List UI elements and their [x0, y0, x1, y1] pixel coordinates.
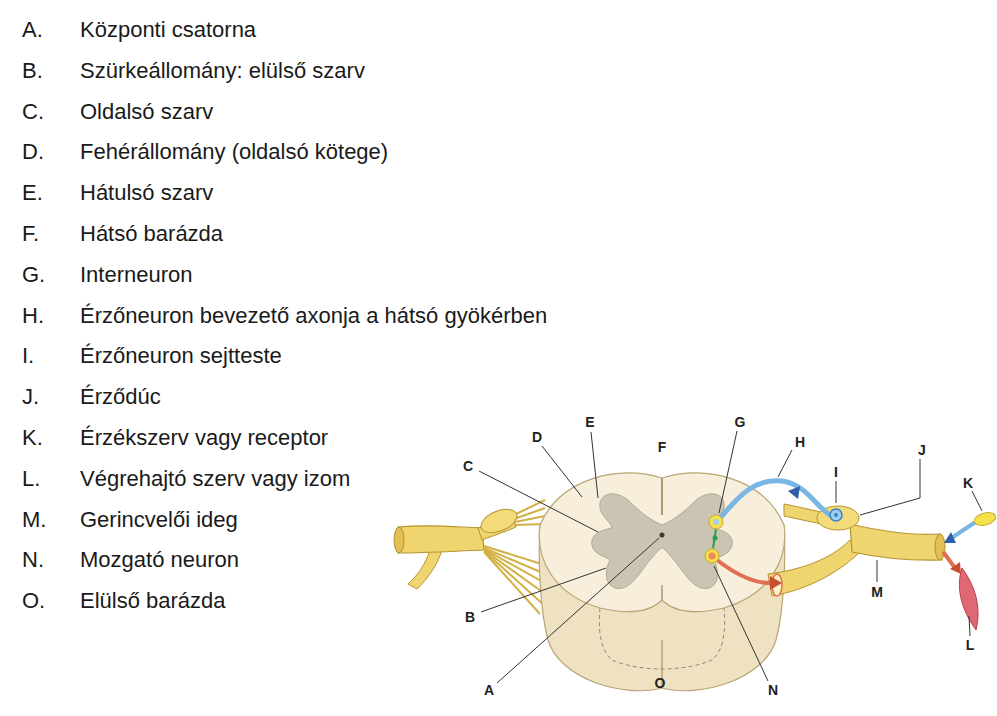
left-spinal-nerve [394, 500, 550, 614]
callout-letter: A [483, 682, 495, 699]
grey-matter [592, 494, 733, 589]
posterior-sulcus [661, 478, 663, 515]
arrowhead [770, 576, 782, 590]
list-letter: F. [22, 221, 39, 247]
leader-line [969, 616, 970, 636]
leader-line [542, 446, 582, 497]
callout-letter: C [462, 458, 474, 475]
nucleus [709, 553, 716, 560]
leader-line [714, 566, 768, 681]
nucleus [713, 519, 719, 525]
right-nerve [705, 481, 997, 630]
leader-line [972, 491, 982, 511]
list-letter: M. [22, 506, 46, 532]
interneuron [709, 515, 723, 529]
arrowhead [944, 532, 956, 543]
leader-line [591, 432, 598, 498]
dashed-line [599, 608, 724, 669]
leader-line [497, 538, 659, 683]
ventral-root [768, 540, 860, 596]
arrowhead [950, 562, 961, 574]
list-term: Interneuron [80, 262, 193, 288]
list-term: Központi csatorna [80, 17, 256, 43]
list-letter: L. [22, 466, 40, 492]
nerve-end [935, 534, 945, 560]
callout-letter: G [734, 414, 747, 431]
leader-line [778, 450, 792, 477]
list-term: Hátsó barázda [80, 221, 223, 247]
rootlet [484, 552, 540, 614]
list-term: Gerincvelői ideg [80, 506, 238, 532]
list-term: Érzőneuron bevezető axonja a hátsó gyöké… [80, 302, 547, 328]
callout-letter: H [794, 434, 806, 451]
callout-letter: K [962, 475, 974, 492]
list-letter: O. [22, 588, 45, 614]
list-letter: A. [22, 17, 43, 43]
receptor-fiber [950, 523, 974, 539]
arrowhead [788, 486, 800, 499]
muscle [959, 568, 978, 630]
leader-line [860, 459, 920, 515]
central-canal [660, 533, 665, 538]
callout-letter: L [965, 637, 976, 654]
callout-letter: F [657, 439, 668, 456]
nerve-trunk [398, 526, 484, 553]
callout-letter: N [767, 682, 779, 699]
list-term: Oldalsó szarv [80, 98, 213, 124]
list-term: Hátulsó szarv [80, 180, 213, 206]
callout-letter: B [464, 609, 476, 626]
list-letter: D. [22, 139, 44, 165]
spinal-cord [539, 473, 785, 691]
list-term: Érződúc [80, 384, 161, 410]
receptor [973, 510, 997, 527]
motor-neuron [705, 549, 719, 563]
list-term: Érzékszerv vagy receptor [80, 425, 328, 451]
list-term: Szürkeállomány: elülső szarv [80, 58, 365, 84]
synapse-dot [713, 536, 718, 541]
spinal-nerve [850, 524, 942, 560]
leader-lines [479, 431, 982, 683]
left-ganglion [478, 505, 521, 538]
list-letter: C. [22, 98, 44, 124]
rootlet [484, 550, 548, 596]
callout-letter: D [531, 429, 543, 446]
list-term: Végrehajtó szerv vagy izom [80, 466, 350, 492]
list-letter: N. [22, 547, 44, 573]
leader-line [836, 481, 837, 503]
anterior-fissure-top [661, 585, 663, 600]
list-letter: K. [22, 425, 43, 451]
sensory-axon [721, 481, 830, 517]
list-term: Fehérállomány (oldalsó kötege) [80, 139, 388, 165]
list-letter: G. [22, 262, 45, 288]
callout-letter: I [833, 464, 839, 481]
list-letter: J. [22, 384, 39, 410]
leader-line [877, 560, 878, 582]
cord-top-face [539, 473, 785, 612]
callout-letter: E [584, 414, 595, 431]
leader-line [481, 568, 606, 612]
motor-axon [712, 556, 773, 583]
list-letter: E. [22, 180, 43, 206]
list-letter: H. [22, 302, 44, 328]
dorsal-rootlets [512, 500, 545, 525]
callout-letter: J [917, 442, 927, 459]
effector-fiber [944, 553, 955, 568]
nerve-branch [408, 550, 442, 589]
nerve-end [394, 527, 404, 553]
list-term: Érzőneuron sejtteste [80, 343, 282, 369]
leader-line [479, 471, 598, 532]
list-letter: I. [22, 343, 34, 369]
dashed-outline [599, 608, 724, 669]
rootlet [484, 551, 545, 606]
list-term: Elülső barázda [80, 588, 226, 614]
callout-letter: M [870, 584, 884, 601]
list-letter: B. [22, 58, 43, 84]
sensory-cell-body [830, 509, 842, 521]
rootlet [515, 516, 545, 522]
nucleus [834, 513, 838, 517]
list-term: Mozgató neuron [80, 547, 239, 573]
leader-line [719, 431, 737, 513]
callout-letter: O [654, 675, 667, 692]
